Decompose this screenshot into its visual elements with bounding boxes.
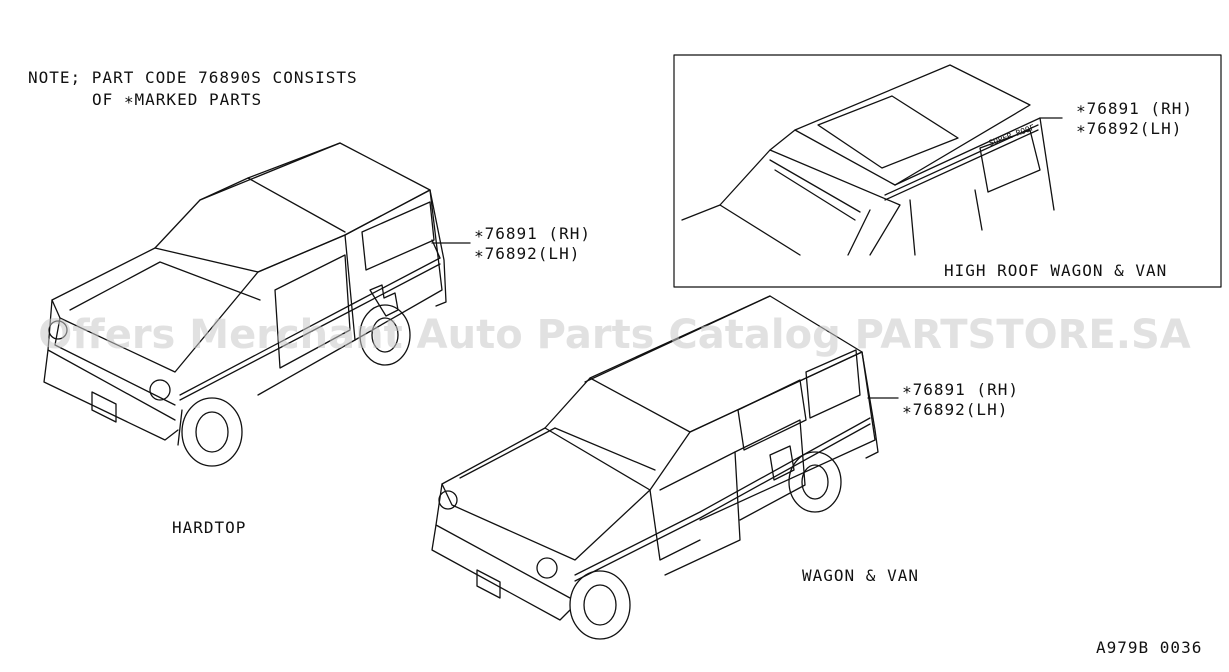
hardtop-callout-rh: ∗76891 (RH) xyxy=(474,224,591,243)
high-roof-inset-frame xyxy=(673,54,1222,288)
high-roof-vehicle-drawing xyxy=(681,64,1063,256)
wagon-callout-rh: ∗76891 (RH) xyxy=(902,380,1019,399)
note-line-1: NOTE; PART CODE 76890S CONSISTS xyxy=(28,68,358,87)
high-roof-caption: HIGH ROOF WAGON & VAN xyxy=(944,261,1168,280)
wagon-caption: WAGON & VAN xyxy=(802,566,919,585)
high-roof-stripe-text: SUPER ROOF xyxy=(988,123,1037,148)
wagon-callout-lh: ∗76892(LH) xyxy=(902,400,1009,419)
diagram-code: A979B 0036 xyxy=(1096,638,1203,657)
high-roof-callout-rh: ∗76891 (RH) xyxy=(1076,99,1193,118)
watermark-text: Offers Merchant Auto Parts Catalog PARTS… xyxy=(38,312,1191,358)
hardtop-vehicle-drawing xyxy=(43,142,471,467)
note-line-2: OF ∗MARKED PARTS xyxy=(92,90,263,109)
high-roof-callout-lh: ∗76892(LH) xyxy=(1076,119,1183,138)
hardtop-caption: HARDTOP xyxy=(172,518,247,537)
wagon-vehicle-drawing xyxy=(431,295,899,640)
hardtop-callout-lh: ∗76892(LH) xyxy=(474,244,581,263)
